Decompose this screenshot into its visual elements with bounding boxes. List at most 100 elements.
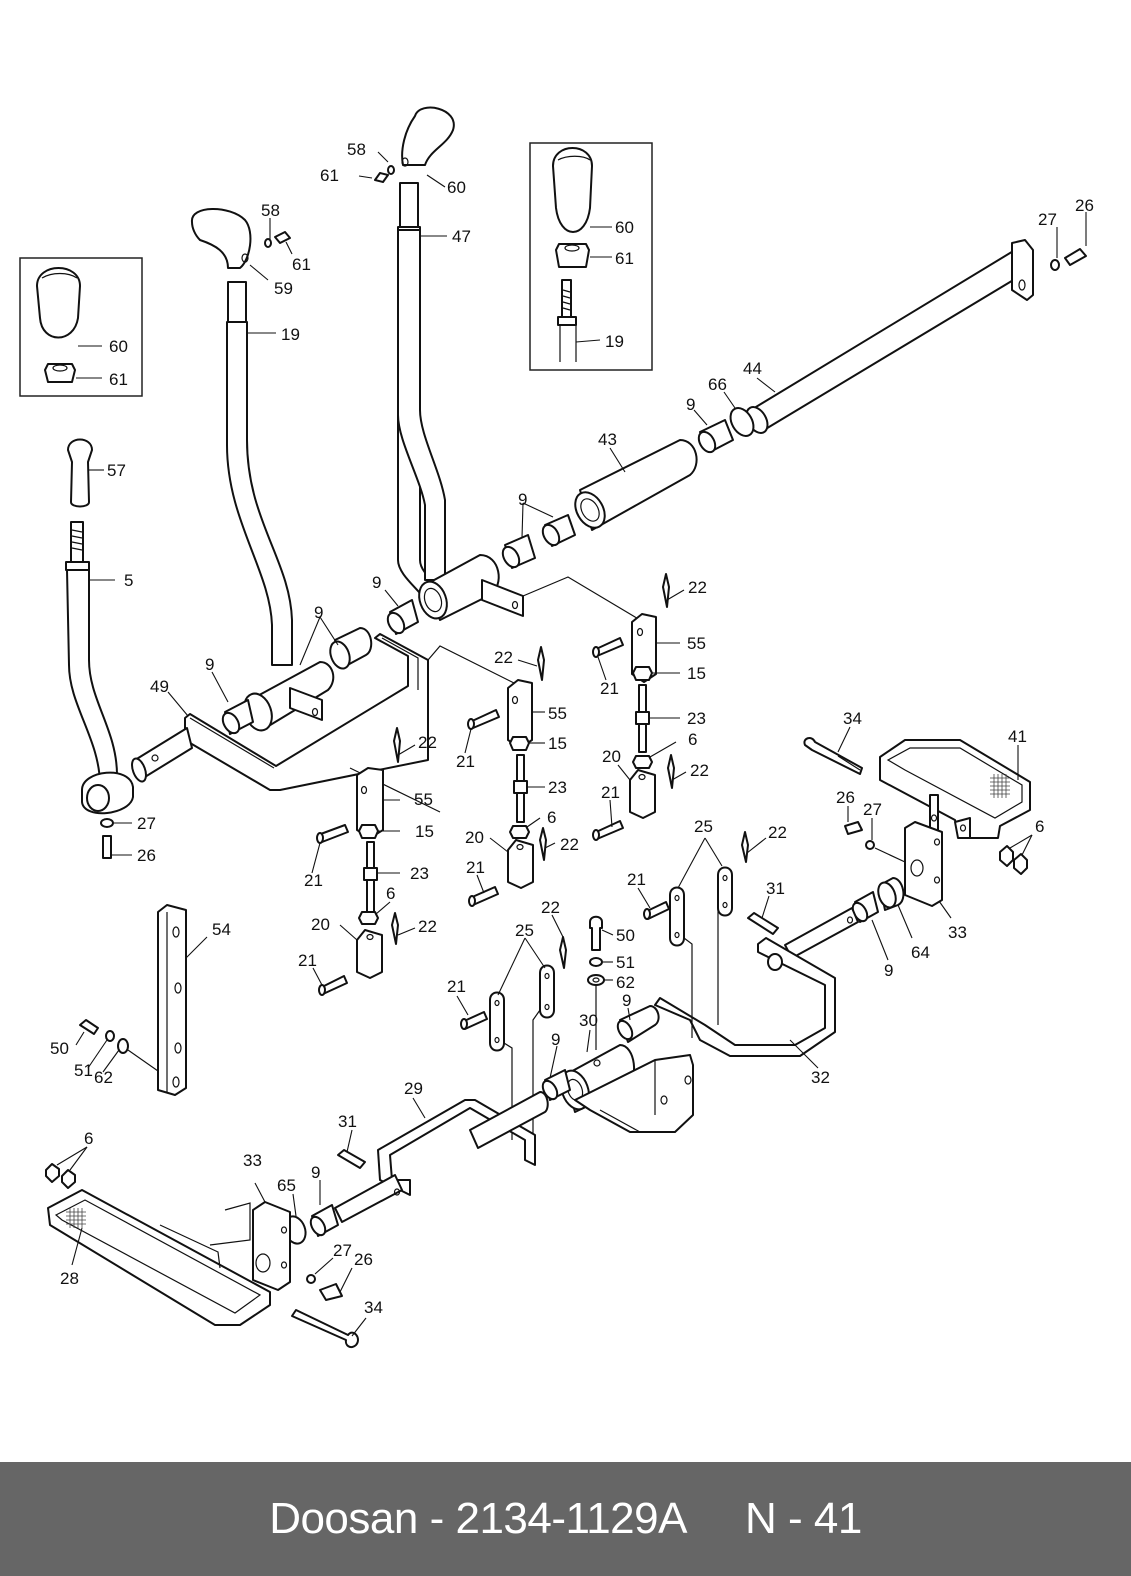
callout: 33 bbox=[948, 923, 967, 942]
yoke-20-icon bbox=[629, 769, 656, 819]
grip-60-icon bbox=[401, 106, 455, 166]
nut-6-icon bbox=[632, 755, 653, 769]
inset-left bbox=[19, 257, 143, 397]
callout: 47 bbox=[452, 227, 471, 246]
callout: 61 bbox=[320, 166, 339, 185]
bolt-26-icon bbox=[319, 1283, 343, 1301]
callout: 26 bbox=[137, 846, 156, 865]
linkage-stack-b bbox=[464, 646, 556, 907]
callout: 9 bbox=[311, 1163, 320, 1182]
nut-61-icon bbox=[555, 243, 590, 268]
separator: - bbox=[417, 1494, 456, 1543]
bolt-50-icon bbox=[79, 1019, 99, 1035]
bolt-61-icon bbox=[374, 172, 389, 183]
callout: 62 bbox=[616, 973, 635, 992]
spring-pin-31-icon bbox=[337, 1149, 366, 1169]
knob-57-icon bbox=[67, 438, 93, 508]
callout: 27 bbox=[333, 1241, 352, 1260]
page-number: 41 bbox=[813, 1494, 862, 1543]
callout: 21 bbox=[298, 951, 317, 970]
nut-6-icon bbox=[999, 845, 1014, 867]
callout: 49 bbox=[150, 677, 169, 696]
callout: 22 bbox=[494, 648, 513, 667]
spring-pin-31-icon bbox=[747, 912, 779, 935]
callout: 19 bbox=[281, 325, 300, 344]
callout: 34 bbox=[843, 709, 862, 728]
callout: 22 bbox=[768, 823, 787, 842]
bushing-9-icon bbox=[329, 640, 351, 670]
part-number: 2134-1129A bbox=[455, 1494, 687, 1543]
callout: 9 bbox=[686, 395, 695, 414]
callout: 58 bbox=[261, 201, 280, 220]
callout: 51 bbox=[74, 1061, 93, 1080]
callout: 27 bbox=[137, 814, 156, 833]
cotter-pin-22-icon bbox=[393, 727, 401, 763]
washer-27-icon bbox=[865, 840, 875, 850]
callout: 21 bbox=[447, 977, 466, 996]
yoke-20-icon bbox=[356, 929, 383, 979]
plate-54-icon bbox=[157, 904, 187, 1096]
washer-62-icon bbox=[587, 974, 605, 986]
callout: 62 bbox=[94, 1068, 113, 1087]
bolt-26-icon bbox=[1064, 248, 1087, 266]
callout: 6 bbox=[84, 1129, 93, 1148]
exploded-parts-diagram: 58 61 60 47 58 61 59 19 60 61 57 5 60 61… bbox=[19, 106, 1094, 1349]
callout: 9 bbox=[205, 655, 214, 674]
lever-5 bbox=[65, 438, 134, 859]
callout: 44 bbox=[743, 359, 762, 378]
washer-27-icon bbox=[306, 1274, 316, 1284]
callout: 27 bbox=[1038, 210, 1057, 229]
callout: 22 bbox=[418, 733, 437, 752]
washer-27-icon bbox=[1050, 259, 1060, 271]
callout: 15 bbox=[548, 734, 567, 753]
callout: 26 bbox=[354, 1250, 373, 1269]
callout: 5 bbox=[124, 571, 133, 590]
callout: 21 bbox=[600, 679, 619, 698]
link-25-icon bbox=[717, 866, 733, 917]
spring-washer-51-icon bbox=[105, 1030, 115, 1042]
pedal-41-assembly bbox=[803, 726, 1033, 919]
callout: 61 bbox=[292, 255, 311, 274]
washer-62-icon bbox=[117, 1038, 129, 1054]
callout: 54 bbox=[212, 920, 231, 939]
link-25-icon bbox=[489, 991, 505, 1052]
callout: 6 bbox=[688, 730, 697, 749]
grip-59-icon bbox=[191, 208, 252, 269]
callout: 9 bbox=[884, 961, 893, 980]
brand-name: Doosan bbox=[269, 1494, 418, 1543]
callout: 21 bbox=[304, 871, 323, 890]
shaft-44-icon bbox=[750, 249, 1031, 431]
callout: 20 bbox=[602, 747, 621, 766]
callout: 28 bbox=[60, 1269, 79, 1288]
callout: 20 bbox=[311, 915, 330, 934]
pedal-28-icon bbox=[47, 1189, 271, 1326]
callout: 29 bbox=[404, 1079, 423, 1098]
nut-15-icon bbox=[509, 736, 530, 751]
bracket-30-assembly bbox=[541, 1005, 694, 1133]
callout: 23 bbox=[548, 778, 567, 797]
callout: 9 bbox=[622, 991, 631, 1010]
collar-64-icon bbox=[877, 881, 897, 909]
callout: 6 bbox=[547, 808, 556, 827]
callout: 32 bbox=[811, 1068, 830, 1087]
plate-54-assembly bbox=[75, 904, 208, 1096]
callout: 55 bbox=[687, 634, 706, 653]
callout: 26 bbox=[836, 788, 855, 807]
callout: 60 bbox=[447, 178, 466, 197]
callout: 51 bbox=[616, 953, 635, 972]
bolt-34-icon bbox=[803, 737, 863, 775]
cotter-pin-22-icon bbox=[662, 573, 670, 608]
washer-27-icon bbox=[100, 818, 114, 828]
knob-60-icon bbox=[552, 147, 593, 233]
callout: 60 bbox=[615, 218, 634, 237]
callout: 15 bbox=[415, 822, 434, 841]
pedal-lever-29-assembly bbox=[45, 1091, 549, 1349]
nut-6-icon bbox=[61, 1169, 76, 1189]
callout: 23 bbox=[687, 709, 706, 728]
callout: 19 bbox=[605, 332, 624, 351]
callout: 6 bbox=[386, 884, 395, 903]
block-33-icon bbox=[904, 821, 943, 907]
nut-61-icon bbox=[44, 363, 76, 383]
callout: 23 bbox=[410, 864, 429, 883]
